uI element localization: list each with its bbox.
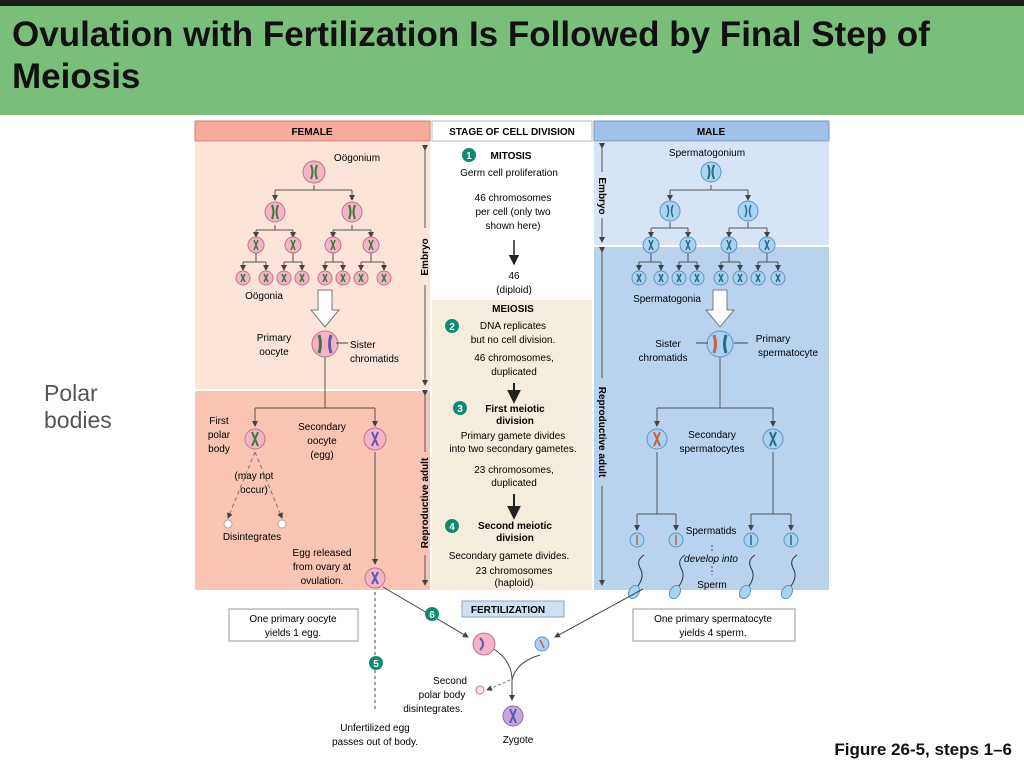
slide-title: Ovulation with Fertilization Is Followed… [12, 15, 930, 96]
spermatogonium-label: Spermatogonium [669, 148, 745, 159]
female-adult-panel [195, 390, 430, 590]
egg-released-cell [364, 567, 386, 589]
male-lineage-lines [634, 185, 794, 531]
disintegrates-label: Disintegrates [223, 532, 281, 543]
stage-mitosis-panel [432, 142, 592, 300]
one-primary-spermatocyte-box [632, 608, 796, 642]
polar-body-dashes [227, 451, 283, 519]
second-meiotic-desc: Secondary gamete divides.23 chromosomes(… [449, 551, 570, 589]
polar-bodies-note: Polar bodies [44, 380, 112, 434]
step-number-4: 4 [449, 522, 455, 533]
female-cells [223, 160, 392, 589]
growth-arrow-female [309, 289, 341, 328]
develop-into-label: develop into [684, 554, 738, 565]
spermatogonia-label: Spermatogonia [633, 294, 701, 305]
female-lineage-lines [240, 185, 387, 565]
step-number-6: 6 [429, 610, 435, 621]
oogonium-label: Oögonium [334, 153, 380, 164]
oogonia-label: Oögonia [245, 291, 283, 302]
growth-arrow-male [704, 289, 736, 328]
polar-note-line: Polar [44, 380, 98, 406]
female-header-text: FEMALE [291, 127, 332, 138]
one-primary-oocyte-box [228, 608, 359, 642]
male-adult-label: Reproductive adult [596, 387, 607, 478]
fertilization-label: FERTILIZATION [471, 605, 545, 616]
oogonium-cell [302, 160, 326, 184]
first-polar-body-cell [244, 428, 266, 450]
title-bar [0, 0, 1024, 115]
mitosis-title: MITOSIS [491, 151, 532, 162]
meiosis-46-label: 46 chromosomes,duplicated [474, 353, 553, 378]
step-badge-4 [445, 519, 459, 533]
sperm-label: Sperm [697, 580, 726, 591]
zygote-label: Zygote [503, 735, 534, 746]
egg-sperm-meeting [472, 632, 550, 727]
female-adult-label: Reproductive adult [420, 457, 431, 548]
stage-meiosis-panel [432, 300, 592, 590]
stage-column-header [431, 120, 593, 142]
diploid-label: 46(diploid) [496, 271, 532, 296]
step-number-2: 2 [449, 322, 455, 333]
step-badge-2 [445, 319, 459, 333]
male-embryo-label: Embryo [596, 177, 607, 214]
stage-header-text: STAGE OF CELL DIVISION [449, 127, 575, 138]
polar-note-line: bodies [44, 407, 112, 433]
male-embryo-panel [594, 142, 829, 246]
male-cells [627, 161, 799, 600]
male-column-header [593, 120, 830, 142]
step-badge-1 [462, 148, 476, 162]
male-header-text: MALE [697, 127, 726, 138]
first-meiotic-chromosomes: 23 chromosomes,duplicated [474, 465, 553, 489]
primary-spermatocyte-cell [706, 330, 734, 358]
step-number-5: 5 [373, 659, 379, 670]
germ-cell-label: Germ cell proliferation [460, 168, 558, 179]
female-column-header [194, 120, 431, 142]
step-number-3: 3 [457, 404, 463, 415]
figure-caption: Figure 26-5, steps 1–6 [834, 740, 1012, 759]
step-badge-5 [369, 656, 383, 670]
meiosis-header: MEIOSIS [492, 304, 534, 315]
step-badge-3 [453, 401, 467, 415]
step-badge-6 [425, 607, 439, 621]
fertilization-box [461, 600, 565, 618]
spermatogonium-cell [700, 161, 722, 183]
primary-oocyte-cell [311, 330, 339, 358]
step-number-1: 1 [466, 151, 472, 162]
spermatids-label: Spermatids [686, 526, 737, 537]
secondary-oocyte-cell [363, 427, 387, 451]
female-embryo-label: Embryo [420, 238, 431, 275]
